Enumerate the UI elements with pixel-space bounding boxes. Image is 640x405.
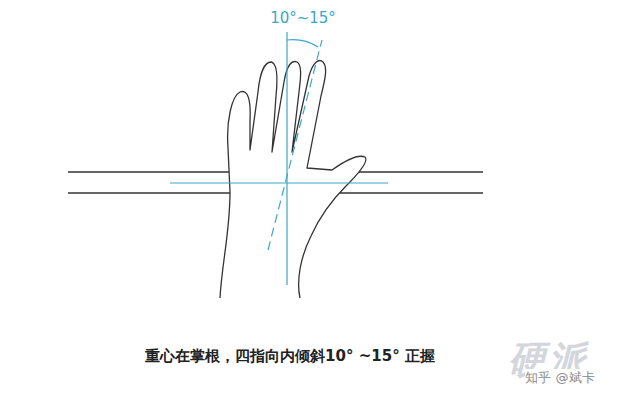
angle-label: 10°~15°: [270, 9, 336, 27]
watermark: 知乎 @斌卡: [525, 369, 594, 387]
caption-text: 重心在掌根，四指向内倾斜10° ~15° 正握: [145, 347, 435, 366]
